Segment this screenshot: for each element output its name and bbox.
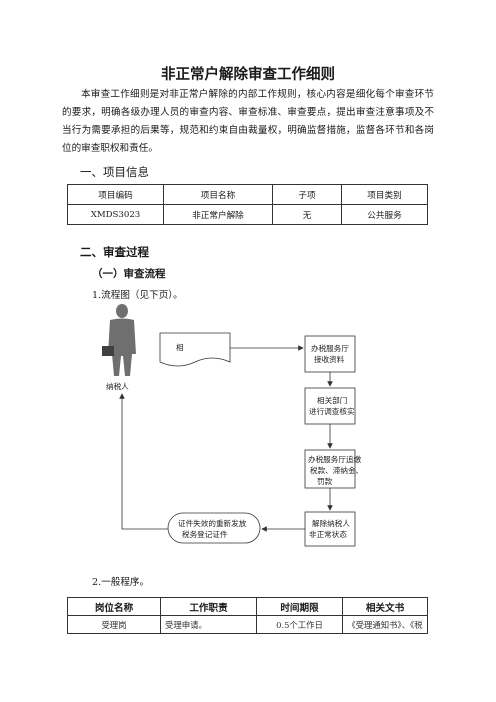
taxpayer-label: 纳税人 <box>106 381 129 391</box>
step-receive-line2: 接收资料 <box>314 354 345 364</box>
table-row: 受理岗 受理申请。 0.5个工作日 《受理通知书》、《税 <box>67 615 428 634</box>
step-collect-line3: 罚款 <box>317 476 333 486</box>
table-cell: 受理申请。 <box>160 615 257 634</box>
table-header-cell: 子项 <box>272 184 342 205</box>
section-review-process-heading: 二、审查过程 <box>80 245 149 259</box>
step-lift-line1: 解除纳税人 <box>312 518 350 528</box>
table-header-cell: 岗位名称 <box>67 597 161 616</box>
step-receive-line1: 办税服务厅 <box>311 343 349 353</box>
table-header-row: 项目编码 项目名称 子项 项目类别 <box>67 184 428 205</box>
step-investigation-box <box>304 387 356 425</box>
table-cell: XMDS3023 <box>67 204 164 225</box>
step-collect-line1: 办税服务厅追缴 <box>308 454 362 464</box>
table-cell: 0.5个工作日 <box>256 615 343 634</box>
reissue-line2: 税务登记证件 <box>182 529 228 539</box>
table-cell: 公共服务 <box>341 204 428 225</box>
flowchart-caption: 1.流程图（见下页）。 <box>92 290 183 301</box>
table-cell: 受理岗 <box>67 615 161 634</box>
table-header-cell: 项目类别 <box>341 184 428 205</box>
related-materials-document-shape <box>159 332 231 367</box>
table-header-cell: 相关文书 <box>342 597 428 616</box>
table-cell: 非正常户解除 <box>163 204 273 225</box>
general-procedure-table: 岗位名称 工作职责 时间期限 相关文书 受理岗 受理申请。 0.5个工作日 《受… <box>67 597 428 634</box>
taxpayer-person-icon <box>102 304 136 376</box>
intro-paragraph: 本审查工作细则是对非正常户解除的内部工作规则，核心内容是细化每个审查环节的要求，… <box>62 89 434 154</box>
subsection-review-flow-heading: （一）审查流程 <box>92 268 166 280</box>
review-flowchart: 纳税人 相 办税服务厅 接收资料 相关部门 进行调查核实 办税服务厅追缴 税款、… <box>102 304 363 547</box>
general-procedure-caption: 2.一般程序。 <box>92 577 150 588</box>
table-header-cell: 项目名称 <box>163 184 273 205</box>
related-materials-label: 相 <box>176 342 184 352</box>
step-lift-line2: 非正常状态 <box>309 529 347 539</box>
table-header-cell: 项目编码 <box>67 184 164 205</box>
step-receive-materials-box <box>304 335 356 373</box>
step-lift-status-box <box>304 511 356 547</box>
project-info-table: 项目编码 项目名称 子项 项目类别 XMDS3023 非正常户解除 无 公共服务 <box>67 184 428 225</box>
arrow-reissue-to-taxpayer <box>119 393 168 530</box>
step-investigation-line1: 相关部门 <box>317 395 347 405</box>
document-title: 非正常户解除审查工作细则 <box>161 67 335 83</box>
table-row: XMDS3023 非正常户解除 无 公共服务 <box>67 204 428 225</box>
table-header-cell: 工作职责 <box>160 597 257 616</box>
reissue-line1: 证件失效的重新发放 <box>178 518 247 528</box>
step-collect-line2: 税款、滞纳金、 <box>310 465 363 475</box>
table-cell: 《受理通知书》、《税 <box>342 615 428 634</box>
table-header-row: 岗位名称 工作职责 时间期限 相关文书 <box>67 597 428 616</box>
step-investigation-line2: 进行调查核实 <box>309 406 355 416</box>
reissue-certificate-box <box>167 512 261 544</box>
table-cell: 无 <box>272 204 342 225</box>
section-project-info-heading: 一、项目信息 <box>80 165 149 179</box>
table-header-cell: 时间期限 <box>256 597 343 616</box>
